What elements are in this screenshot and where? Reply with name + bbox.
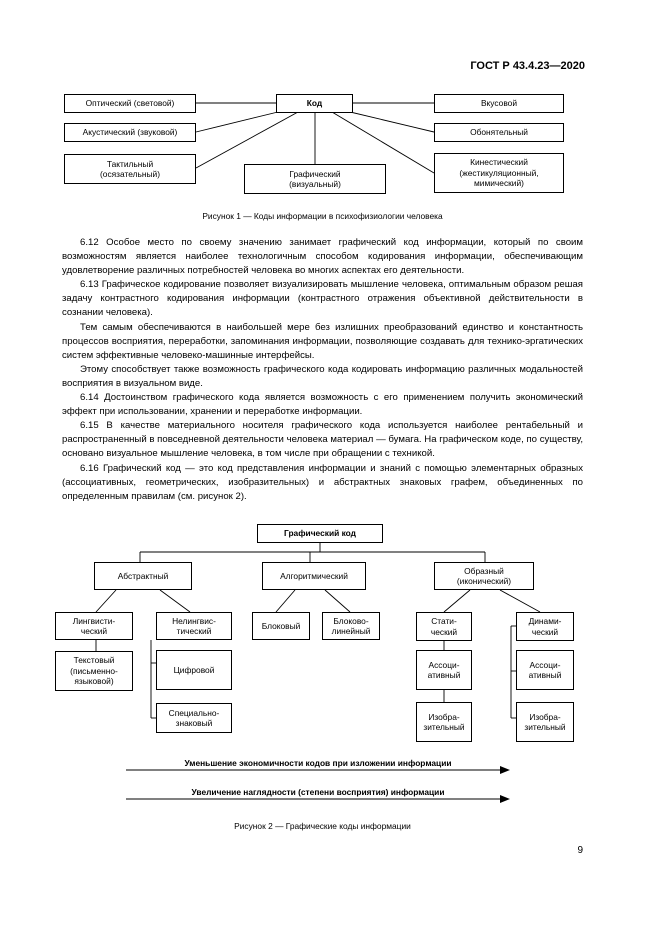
acoustic-code-box: Акустический (звуковой) [64, 123, 196, 142]
paragraph-6-16: 6.16 Графический код — это код представл… [62, 462, 583, 502]
code-box: Код [276, 94, 353, 113]
paragraph-6-13: 6.13 Графическое кодирование позволяет в… [62, 279, 583, 319]
dynamic-associative-box: Ассоци- ативный [516, 650, 574, 690]
dynamic-visual-box: Изобра- зительный [516, 702, 574, 742]
page-number: 9 [577, 845, 583, 856]
dynamic-code-box: Динами- ческий [516, 612, 574, 641]
nonlinguistic-code-box: Нелингвис- тический [156, 612, 232, 640]
static-code-box: Стати- ческий [416, 612, 472, 641]
taste-code-box: Вкусовой [434, 94, 564, 113]
tactile-code-box: Тактильный (осязательный) [64, 154, 196, 184]
document-number: ГОСТ Р 43.4.23—2020 [470, 60, 585, 72]
visibility-arrow-label: Увеличение наглядности (степени восприят… [191, 787, 445, 797]
digital-code-box: Цифровой [156, 650, 232, 690]
block-code-box: Блоковый [252, 612, 310, 640]
graphic-code-root: Графический код [257, 524, 383, 543]
graphic-code-box: Графический (визуальный) [244, 164, 386, 194]
linguistic-code-box: Лингвисти- ческий [55, 612, 133, 640]
optical-code-box: Оптический (световой) [64, 94, 196, 113]
paragraph-6-14: 6.14 Достоинством графического кода явля… [62, 392, 583, 418]
special-sign-code-box: Специально- знаковый [156, 703, 232, 733]
static-associative-box: Ассоци- ативный [416, 650, 472, 690]
figurative-code-box: Образный (иконический) [434, 562, 534, 590]
abstract-code-box: Абстрактный [94, 562, 192, 590]
paragraph-unity: Тем самым обеспечиваются в наибольшей ме… [62, 321, 583, 361]
kinesthetic-code-box: Кинестический (жестикуляционный, мимичес… [434, 153, 564, 193]
figure1-caption: Рисунок 1 — Коды информации в психофизио… [202, 211, 443, 221]
figure2-caption: Рисунок 2 — Графические коды информации [234, 821, 411, 831]
paragraph-6-12: 6.12 Особое место по своему значению зан… [62, 237, 583, 277]
economy-arrow-label: Уменьшение экономичности кодов при излож… [184, 758, 452, 768]
algorithmic-code-box: Алгоритмический [262, 562, 366, 590]
body-text: 6.12 Особое место по своему значению зан… [62, 236, 583, 504]
block-linear-code-box: Блоково- линейный [322, 612, 380, 640]
smell-code-box: Обонятельный [434, 123, 564, 142]
textual-code-box: Текстовый (письменно- языковой) [55, 651, 133, 691]
paragraph-6-15: 6.15 В качестве материального носителя г… [62, 420, 583, 460]
static-visual-box: Изобра- зительный [416, 702, 472, 742]
paragraph-modalities: Этому способствует также возможность гра… [62, 363, 583, 389]
